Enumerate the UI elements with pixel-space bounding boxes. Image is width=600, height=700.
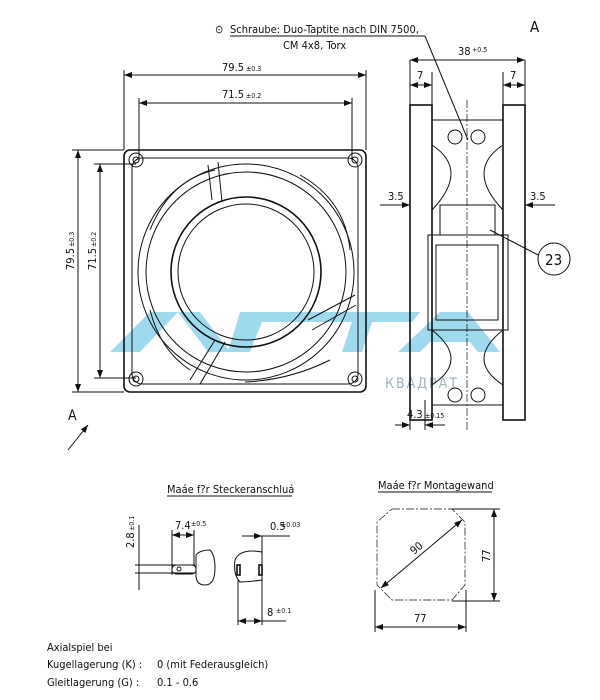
connector-title: Maáe f?r Steckeranschluá (167, 483, 294, 496)
svg-text:4.3: 4.3 (407, 408, 423, 421)
svg-text:±0.03: ±0.03 (281, 521, 300, 529)
svg-text:3.5: 3.5 (388, 190, 404, 203)
svg-text:±0.1: ±0.1 (276, 607, 291, 615)
svg-text:7: 7 (510, 69, 516, 82)
svg-text:Gleitlagerung (G) :: Gleitlagerung (G) : (47, 676, 139, 689)
item-balloon (537, 242, 571, 276)
svg-text:7: 7 (417, 69, 423, 82)
svg-text:38: 38 (458, 45, 471, 58)
svg-text:71.5: 71.5 (86, 248, 99, 270)
item-number: 23 (545, 251, 562, 269)
svg-text:±0.2: ±0.2 (90, 232, 98, 247)
svg-text:77: 77 (414, 612, 427, 625)
watermark-text: КВАДРАТ (385, 376, 459, 392)
svg-text:7.4: 7.4 (175, 519, 191, 532)
svg-text:79.5: 79.5 (64, 248, 77, 270)
front-dimensions: 79.5 ±0.3 71.5 ±0.2 79.5 ±0.3 71.5 ±0.2 (64, 61, 367, 393)
view-arrow (67, 424, 89, 451)
svg-text:Axialspiel bei: Axialspiel bei (47, 641, 112, 654)
svg-text:3.5: 3.5 (530, 190, 546, 203)
svg-text:0.5: 0.5 (270, 520, 286, 533)
watermark-logo (110, 312, 500, 352)
view-label-a: A (530, 18, 540, 36)
note-line2: CM 4x8, Torx (283, 39, 346, 52)
note-line1: Schraube: Duo-Taptite nach DIN 7500, (230, 23, 419, 36)
svg-text:90: 90 (408, 539, 426, 557)
svg-text:0.1 - 0.6: 0.1 - 0.6 (157, 676, 198, 689)
mounting-title: Maáe f?r Montagewand (378, 479, 494, 492)
svg-text:±0.15: ±0.15 (425, 412, 444, 420)
svg-text:0 (mit Federausgleich): 0 (mit Federausgleich) (157, 658, 268, 671)
svg-text:Kugellagerung (K) :: Kugellagerung (K) : (47, 658, 142, 671)
mounting-wall-dimensions: Maáe f?r Montagewand 77 77 90 (374, 479, 500, 632)
connector-dimensions: Maáe f?r Steckeranschluá 2.8 ±0.1 7.4 ±0… (124, 483, 300, 625)
note-symbol: ⊙ (215, 23, 223, 36)
svg-text:±0.3: ±0.3 (246, 65, 261, 73)
svg-text:71.5: 71.5 (222, 88, 244, 101)
svg-text:±0.2: ±0.2 (246, 92, 261, 100)
svg-text:2.8: 2.8 (124, 532, 137, 548)
fan-front-view (123, 149, 367, 393)
svg-text:±0.5: ±0.5 (191, 520, 206, 528)
axial-play-notes: Axialspiel bei Kugellagerung (K) : 0 (mi… (47, 641, 268, 689)
note-leader (424, 35, 469, 141)
svg-text:±0.1: ±0.1 (128, 516, 136, 531)
svg-text:±0.3: ±0.3 (68, 232, 76, 247)
view-arrow-label: A (68, 408, 77, 424)
fan-side-view: 38 +0.5 7 7 3.5 3.5 23 4.3 ±0.15 (380, 45, 571, 430)
svg-text:8: 8 (267, 606, 273, 619)
svg-text:79.5: 79.5 (222, 61, 244, 74)
svg-text:77: 77 (480, 549, 493, 562)
svg-text:+0.5: +0.5 (472, 46, 487, 54)
